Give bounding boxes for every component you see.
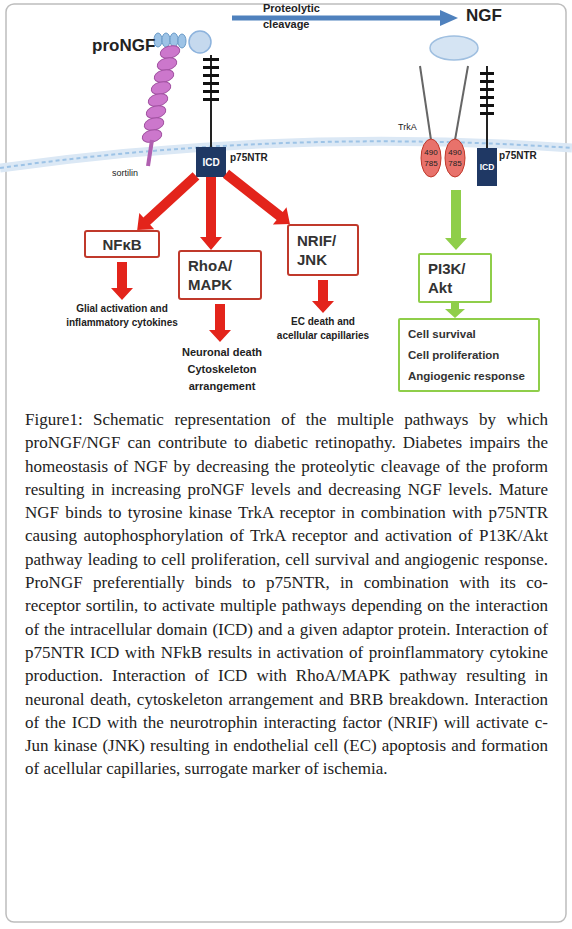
outcome-box: Cell survivalCell proliferationAngiogeni… <box>398 318 540 392</box>
oval-outline <box>420 138 442 178</box>
outcome-arrow <box>312 280 334 313</box>
trka-arm <box>420 66 431 140</box>
pathway-arrow <box>445 303 465 318</box>
ngf-ligand <box>430 36 478 60</box>
cleavage-arrow-head <box>440 10 458 26</box>
receptor-stripe <box>480 96 494 99</box>
node-text: Angiogenic response <box>408 366 525 387</box>
node-text: NFκB <box>102 235 141 254</box>
node-text: 785 <box>448 158 461 169</box>
pro-domain <box>170 33 178 47</box>
arrow-label: Proteolytic cleavage <box>263 0 343 32</box>
outcome-text: Neuronal death Cytoskeleton arrangement <box>172 344 272 395</box>
phospho-site-oval: 490785 <box>444 138 466 178</box>
outcome-text: Glial activation and inflammatory cytoki… <box>64 302 180 330</box>
sortilin-stalk <box>148 140 152 166</box>
receptor-stripe <box>203 58 219 61</box>
outcome-arrow <box>111 262 133 300</box>
p75-receptor-stalk <box>486 66 488 149</box>
node-text: RhoA/ MAPK <box>188 256 252 294</box>
pro-ngf-ligand <box>189 31 211 53</box>
node-text: ICD <box>480 162 495 172</box>
receptor-label: sortilin <box>112 168 162 179</box>
receptor-stripe <box>203 74 219 77</box>
node-text: 490 <box>424 147 437 158</box>
ligand-label: NGF <box>466 6 516 26</box>
outcome-arrow <box>209 304 231 342</box>
ligand-label: proNGF <box>92 36 164 56</box>
oval-shape <box>445 139 465 177</box>
pathway-arrow <box>223 170 290 225</box>
p75-receptor-domains <box>203 58 219 101</box>
receptor-stripe <box>480 80 494 83</box>
node-text: Cell proliferation <box>408 345 499 366</box>
node-text: Cell survival <box>408 324 476 345</box>
sortilin-helix <box>141 44 181 145</box>
trka-signal-arrow <box>445 190 467 250</box>
outcome-text: EC death and acellular capillaries <box>274 315 372 343</box>
intracellular-domain: ICD <box>196 147 226 177</box>
receptor-stripe <box>203 66 219 69</box>
receptor-stripe <box>480 104 494 107</box>
node-text: 785 <box>424 158 437 169</box>
receptor-label: TrkA <box>398 122 428 133</box>
receptor-label: p75NTR <box>230 152 280 164</box>
pathway-arrow <box>137 172 199 230</box>
pathway-box: RhoA/ MAPK <box>178 250 262 300</box>
pro-domain <box>162 33 170 47</box>
receptor-label: p75NTR <box>499 150 549 162</box>
p75-receptor-domains <box>480 72 494 115</box>
receptor-stripe <box>480 88 494 91</box>
node-text: 490 <box>448 147 461 158</box>
phospho-site-oval: 490785 <box>420 138 442 178</box>
pro-domain <box>178 34 186 48</box>
receptor-stripe <box>480 112 494 115</box>
intracellular-domain: ICD <box>477 148 497 186</box>
receptor-stripe <box>480 72 494 75</box>
node-text: NRIF/ JNK <box>297 231 349 269</box>
trka-arm <box>455 66 468 140</box>
receptor-stripe <box>203 90 219 93</box>
figure-caption: Figure1: Schematic representation of the… <box>25 408 548 781</box>
pathway-box: PI3K/ Akt <box>418 253 492 303</box>
node-text: ICD <box>202 157 219 168</box>
pathway-arrow <box>200 177 222 250</box>
oval-outline <box>444 138 466 178</box>
receptor-stripe <box>203 98 219 101</box>
node-text: PI3K/ Akt <box>428 259 482 297</box>
oval-shape <box>421 139 441 177</box>
receptor-stripe <box>203 82 219 85</box>
pathway-box: NFκB <box>84 230 160 258</box>
pathway-box: NRIF/ JNK <box>287 224 359 276</box>
